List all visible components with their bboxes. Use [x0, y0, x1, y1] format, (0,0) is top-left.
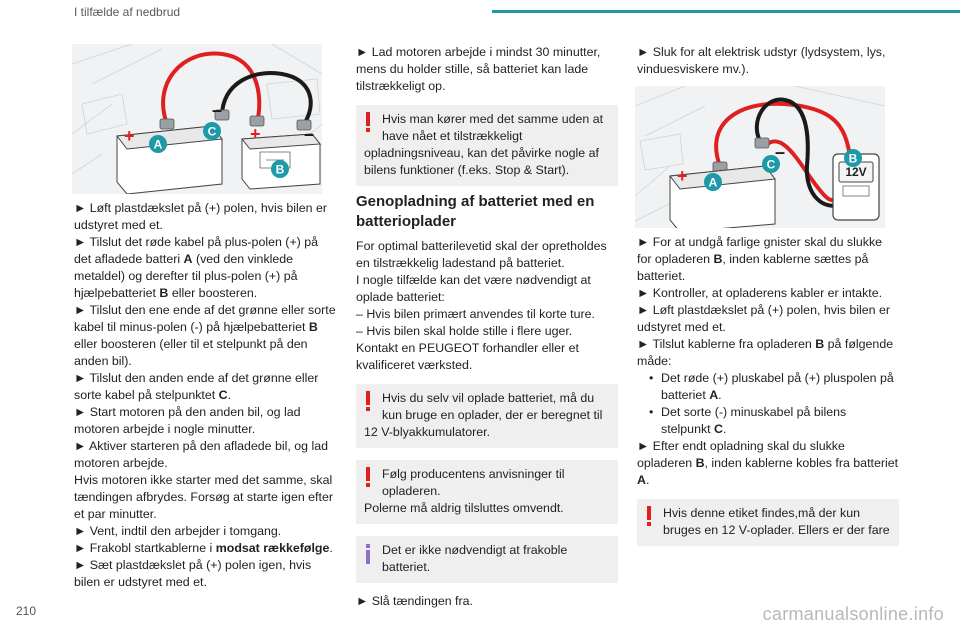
info-text: Det er ikke nødvendigt at frakoble batte…	[382, 543, 568, 574]
charger-12v-label: 12V	[845, 165, 866, 179]
paragraph: I nogle tilfælde kan det være nødvendigt…	[356, 273, 591, 304]
label-c: C	[208, 125, 217, 139]
warning-text: Hvis du selv vil oplade batteriet, må du…	[382, 391, 603, 422]
paragraph: ► Start motoren på den anden bil, og lad…	[74, 405, 301, 436]
header-accent-bar	[492, 10, 960, 13]
list-item: – Hvis bilen skal holde stille i flere u…	[356, 324, 573, 338]
label-c: C	[767, 158, 776, 172]
list-item: Det sorte (-) minuskabel på bilens stelp…	[637, 404, 899, 438]
paragraph: ► For at undgå farlige gnister skal du s…	[637, 235, 883, 283]
paragraph: ► Frakobl startkablerne i modsat rækkefø…	[74, 541, 333, 555]
warning-text: Følg producentens anvisninger til oplade…	[382, 467, 565, 498]
column-1: + + – – A B C ► Løft plastdækslet på (+)…	[72, 44, 336, 591]
section-heading: Genopladning af batteriet med en batteri…	[356, 193, 595, 230]
section-header-title: I tilfælde af nedbrud	[74, 5, 181, 19]
watermark: carmanualsonline.info	[762, 604, 944, 624]
paragraph: ► Kontroller, at opladerens kabler er in…	[637, 286, 883, 300]
paragraph: ► Sæt plastdækslet på (+) polen igen, hv…	[74, 558, 312, 589]
column-2: ► Lad motoren arbejde i mindst 30 minutt…	[356, 44, 618, 610]
warning-exclamation-icon	[647, 506, 651, 526]
plus-sign: +	[250, 124, 261, 144]
jump-start-illustration: + + – – A B C	[72, 44, 322, 194]
column-3: ► Sluk for alt elektrisk udstyr (lydsyst…	[635, 44, 899, 548]
minus-sign: –	[304, 124, 314, 144]
paragraph: ► Tilslut kablerne fra opladeren B på fø…	[637, 337, 894, 368]
page-number: 210	[16, 604, 37, 618]
warning-exclamation-icon	[366, 391, 370, 411]
paragraph: Hvis motoren ikke starter med det samme,…	[74, 473, 333, 521]
paragraph: ► Tilslut den ene ende af det grønne ell…	[74, 303, 336, 368]
warning-text: Hvis man kører med det samme uden at hav…	[382, 112, 604, 143]
plus-sign: +	[677, 166, 688, 186]
paragraph: Kontakt en PEUGEOT forhandler eller et k…	[356, 341, 579, 372]
info-icon	[366, 544, 370, 564]
label-b: B	[276, 163, 285, 177]
warning-exclamation-icon	[366, 467, 370, 487]
bullet-list: Det røde (+) pluskabel på (+) pluspolen …	[637, 370, 899, 438]
info-box: Det er ikke nødvendigt at frakoble batte…	[356, 536, 618, 583]
list-item: Det røde (+) pluskabel på (+) pluspolen …	[637, 370, 899, 404]
paragraph: ► Efter endt opladning skal du slukke op…	[637, 439, 899, 487]
paragraph: ► Vent, indtil den arbejder i tomgang.	[74, 524, 282, 538]
warning-box: Følg producentens anvisninger til oplade…	[356, 460, 618, 524]
paragraph: ► Tilslut den anden ende af det grønne e…	[74, 371, 319, 402]
warning-text: Hvis denne etiket findes,må der kun brug…	[663, 506, 890, 537]
paragraph: ► Tilslut det røde kabel på plus-polen (…	[74, 235, 319, 300]
warning-box: Hvis man kører med det samme uden at hav…	[356, 105, 618, 186]
minus-sign: –	[775, 142, 785, 162]
paragraph: ► Løft plastdækslet på (+) polen, hvis b…	[74, 201, 327, 232]
warning-text: opladningsniveau, kan det påvirke nogle …	[364, 146, 599, 177]
plus-sign: +	[124, 126, 135, 146]
paragraph: For optimal batterilevetid skal der opre…	[356, 239, 607, 270]
warning-text: 12 V-blyakkumulatorer.	[364, 425, 491, 439]
battery-charger-illustration: 12V + – A B C	[635, 86, 885, 228]
warning-text: Polerne må aldrig tilsluttes omvendt.	[364, 501, 564, 515]
label-a: A	[709, 176, 718, 190]
list-item: – Hvis bilen primært anvendes til korte …	[356, 307, 595, 321]
paragraph: ► Sluk for alt elektrisk udstyr (lydsyst…	[637, 45, 886, 76]
paragraph: ► Aktiver starteren på den afladede bil,…	[74, 439, 329, 470]
warning-box: Hvis du selv vil oplade batteriet, må du…	[356, 384, 618, 448]
label-a: A	[154, 138, 163, 152]
warning-exclamation-icon	[366, 112, 370, 132]
paragraph: ► Løft plastdækslet på (+) polen, hvis b…	[637, 303, 890, 334]
label-b: B	[849, 152, 858, 166]
warning-box: Hvis denne etiket findes,må der kun brug…	[637, 499, 899, 546]
paragraph: ► Slå tændingen fra.	[356, 594, 473, 608]
minus-sign: –	[212, 100, 222, 120]
paragraph: ► Lad motoren arbejde i mindst 30 minutt…	[356, 45, 601, 93]
